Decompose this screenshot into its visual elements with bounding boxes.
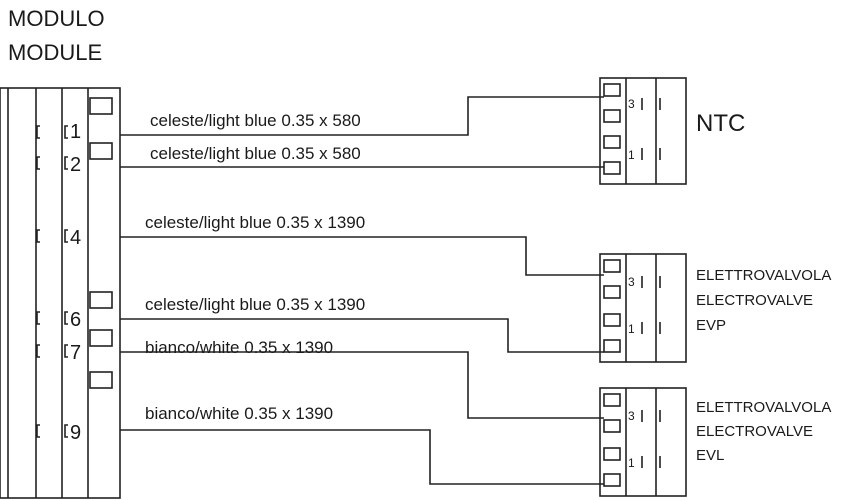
wire-6 [120,318,604,353]
module-pin-7: 7 [70,342,82,364]
evl-label-it: ELETTROVALVOLA [696,399,832,416]
module-pin-2: 2 [70,154,82,176]
evl-pin-1: 1 [628,456,635,470]
ntc-pin-1: 1 [628,148,635,162]
evp-label-code: EVP [696,317,727,334]
wire-label-1: celeste/light blue 0.35 x 580 [150,111,361,130]
wire-label-9: bianco/white 0.35 x 1390 [145,404,334,423]
module-block [0,87,121,499]
wire-4 [120,236,604,276]
evl-connector [599,387,687,497]
evl-label-en: ELECTROVALVE [696,423,813,440]
evp-connector [599,253,687,363]
ntc-connector [599,77,687,185]
evp-label-it: ELETTROVALVOLA [696,267,832,284]
evp-pin-3: 3 [628,275,635,289]
ntc-label: NTC [696,110,746,137]
evp-label-en: ELECTROVALVE [696,292,813,309]
ntc-pin-3: 3 [628,97,635,111]
module-title-en: MODULE [8,40,103,65]
evp-pin-1: 1 [628,322,635,336]
evl-pin-3: 3 [628,409,635,423]
wire-label-4: celeste/light blue 0.35 x 1390 [145,213,366,232]
evl-label-code: EVL [696,447,725,464]
wire-label-2: celeste/light blue 0.35 x 580 [150,144,361,163]
module-pin-1: 1 [70,121,82,143]
module-pin-4: 4 [70,227,82,249]
wire-7 [120,351,604,419]
module-title-it: MODULO [8,6,105,31]
wire-9 [120,429,604,485]
wire-label-6: celeste/light blue 0.35 x 1390 [145,295,366,314]
module-pin-6: 6 [70,309,82,331]
module-pin-9: 9 [70,422,82,444]
wire-1 [120,96,604,136]
wire-label-7: bianco/white 0.35 x 1390 [145,338,334,357]
